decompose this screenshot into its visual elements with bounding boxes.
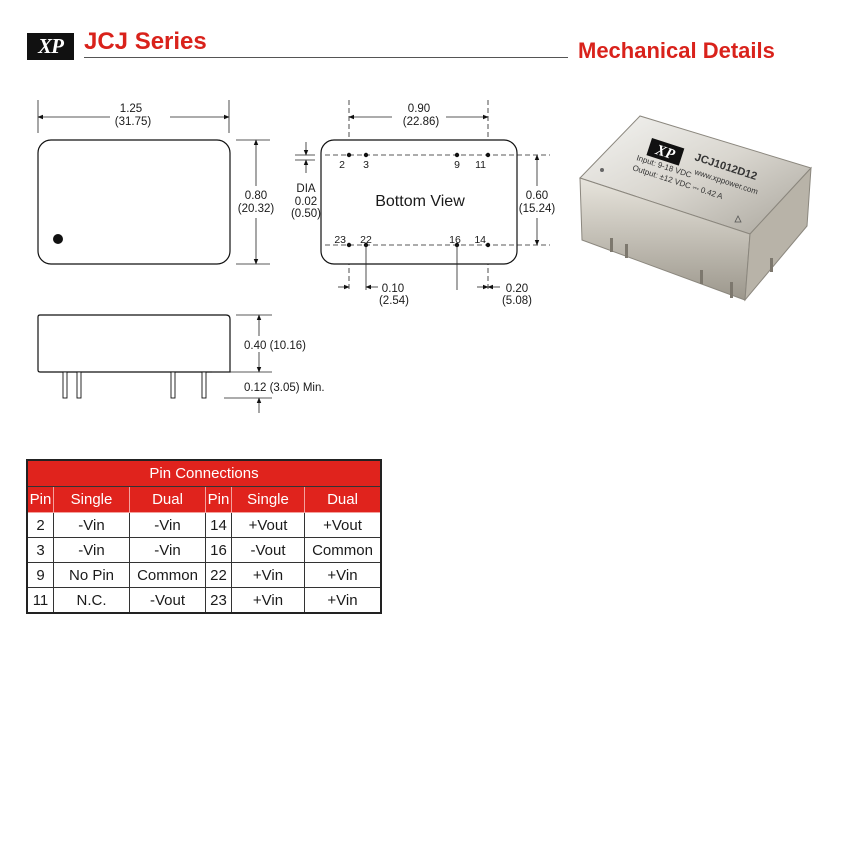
- header-single: Single: [231, 486, 305, 513]
- side-height-label: 0.40 (10.16): [244, 340, 306, 352]
- pin-label-11: 11: [475, 159, 486, 171]
- single-cell: -Vin: [53, 537, 130, 563]
- dual-cell: Common: [304, 537, 382, 563]
- top-width-in: 1.25: [120, 103, 142, 115]
- header-pin: Pin: [205, 486, 232, 513]
- top-view-outline: [37, 139, 231, 265]
- bottom-height-mm: (15.24): [519, 203, 556, 215]
- dual-cell: +Vin: [304, 587, 382, 614]
- dia-mm: (0.50): [291, 208, 321, 220]
- bottom-height-in: 0.60: [526, 190, 548, 202]
- pitch-mm: (2.54): [379, 295, 409, 307]
- dual-cell: +Vout: [304, 512, 382, 538]
- pin-cell: 3: [26, 537, 54, 563]
- photo-logo: XP: [653, 142, 678, 164]
- bottom-view: 0.90 (22.86) Bottom View 2 3 9 11 23 22 …: [291, 100, 555, 307]
- pin-label-2: 2: [339, 159, 345, 171]
- pin-label-3: 3: [363, 159, 369, 171]
- header-pin: Pin: [26, 486, 54, 513]
- dual-cell: -Vin: [129, 512, 206, 538]
- header-divider: [84, 57, 568, 58]
- dia-label: DIA: [296, 183, 316, 195]
- dual-cell: -Vin: [129, 537, 206, 563]
- pin-cell: 2: [26, 512, 54, 538]
- dual-cell: +Vin: [304, 562, 382, 588]
- pin-label-9: 9: [454, 159, 460, 171]
- pin-label-22: 22: [360, 234, 372, 246]
- series-title: JCJ Series: [84, 28, 207, 55]
- pin-cell: 23: [205, 587, 232, 614]
- pin-23-dot: [346, 242, 352, 248]
- product-photo: XP JCJ1012D12 Input: 9-18 VDC www.xppowe…: [579, 115, 812, 302]
- edge-mm: (5.08): [502, 295, 532, 307]
- header-dual: Dual: [304, 486, 382, 513]
- bottom-width-mm: (22.86): [403, 116, 440, 128]
- top-view: 1.25 (31.75) 0.80 (20.32): [37, 100, 275, 265]
- header-single: Single: [53, 486, 130, 513]
- pin1-marker: [53, 234, 63, 244]
- single-cell: No Pin: [53, 562, 130, 588]
- pin-connections-table: Pin Connections Pin Single Dual Pin Sing…: [26, 459, 382, 614]
- pitch-in: 0.10: [382, 283, 404, 295]
- pin-cell: 14: [205, 512, 232, 538]
- top-height-mm: (20.32): [238, 203, 275, 215]
- pin-cell: 11: [26, 587, 54, 614]
- top-height-in: 0.80: [245, 190, 267, 202]
- single-cell: -Vin: [53, 512, 130, 538]
- mechanical-drawing: 1.25 (31.75) 0.80 (20.32) 0.90 (22.86) B…: [37, 100, 812, 413]
- table-row: 2 -Vin -Vin 14 +Vout +Vout: [26, 512, 382, 538]
- dia-in: 0.02: [295, 196, 317, 208]
- single-cell: +Vin: [231, 562, 305, 588]
- bottom-width-in: 0.90: [408, 103, 430, 115]
- single-cell: +Vin: [231, 587, 305, 614]
- pin-label-23: 23: [334, 234, 346, 246]
- pin-label-16: 16: [449, 234, 461, 246]
- top-width-mm: (31.75): [115, 116, 152, 128]
- pin-11-dot: [485, 152, 491, 158]
- table-row: 9 No Pin Common 22 +Vin +Vin: [26, 562, 382, 588]
- single-cell: -Vout: [231, 537, 305, 563]
- bottom-view-outline: [320, 139, 518, 265]
- pin-14-dot: [485, 242, 491, 248]
- dual-cell: Common: [129, 562, 206, 588]
- pin-cell: 16: [205, 537, 232, 563]
- single-cell: +Vout: [231, 512, 305, 538]
- dual-cell: -Vout: [129, 587, 206, 614]
- pin-cell: 22: [205, 562, 232, 588]
- header-dual: Dual: [129, 486, 206, 513]
- pin-cell: 9: [26, 562, 54, 588]
- pin-9-dot: [454, 152, 460, 158]
- pin-3-dot: [363, 152, 369, 158]
- edge-in: 0.20: [506, 283, 528, 295]
- table-title: Pin Connections: [26, 459, 382, 487]
- bottom-view-label: Bottom View: [375, 193, 465, 210]
- side-view: 0.40 (10.16) 0.12 (3.05) Min.: [37, 314, 325, 413]
- single-cell: N.C.: [53, 587, 130, 614]
- pin-2-dot: [346, 152, 352, 158]
- pin-label-14: 14: [474, 234, 486, 246]
- table-row: 11 N.C. -Vout 23 +Vin +Vin: [26, 587, 382, 614]
- pin-length-label: 0.12 (3.05) Min.: [244, 382, 325, 394]
- logo-text: XP: [38, 34, 64, 58]
- xp-logo: XP: [27, 33, 74, 60]
- table-row: 3 -Vin -Vin 16 -Vout Common: [26, 537, 382, 563]
- section-title: Mechanical Details: [578, 38, 775, 63]
